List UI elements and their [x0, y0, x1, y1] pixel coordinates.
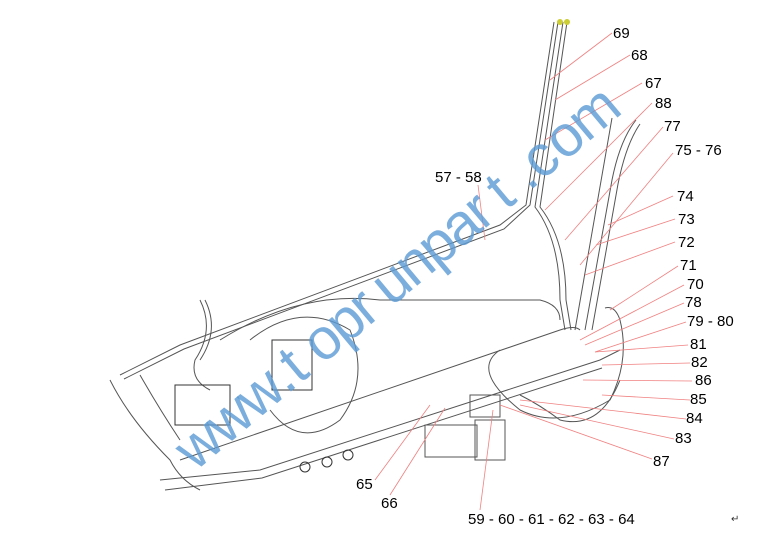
return-mark: ↵ — [731, 514, 739, 525]
part-label-83: 83 — [675, 430, 692, 447]
part-label-59-64: 59 - 60 - 61 - 62 - 63 - 64 — [468, 511, 635, 528]
part-label-86: 86 — [695, 372, 712, 389]
part-label-71: 71 — [680, 257, 697, 274]
part-label-84: 84 — [686, 410, 703, 427]
part-label-73: 73 — [678, 211, 695, 228]
part-label-88: 88 — [655, 95, 672, 112]
part-label-69: 69 — [613, 25, 630, 42]
part-label-82: 82 — [691, 354, 708, 371]
part-label-67: 67 — [645, 75, 662, 92]
part-label-78: 78 — [685, 294, 702, 311]
part-label-77: 77 — [664, 118, 681, 135]
part-label-70: 70 — [687, 276, 704, 293]
part-label-81: 81 — [690, 336, 707, 353]
part-label-68: 68 — [631, 47, 648, 64]
part-label-79-80: 79 - 80 — [687, 313, 734, 330]
part-label-75-76: 75 - 76 — [675, 142, 722, 159]
part-label-74: 74 — [677, 188, 694, 205]
leader-lines — [374, 32, 693, 511]
part-label-65: 65 — [356, 476, 373, 493]
part-labels: 69 68 67 88 77 75 - 76 57 - 58 74 73 72 … — [356, 25, 739, 528]
part-label-57-58: 57 - 58 — [435, 169, 482, 186]
hose-lines — [109, 19, 641, 491]
part-label-87: 87 — [653, 453, 670, 470]
part-label-72: 72 — [678, 234, 695, 251]
part-label-85: 85 — [690, 391, 707, 408]
part-label-66: 66 — [381, 495, 398, 512]
